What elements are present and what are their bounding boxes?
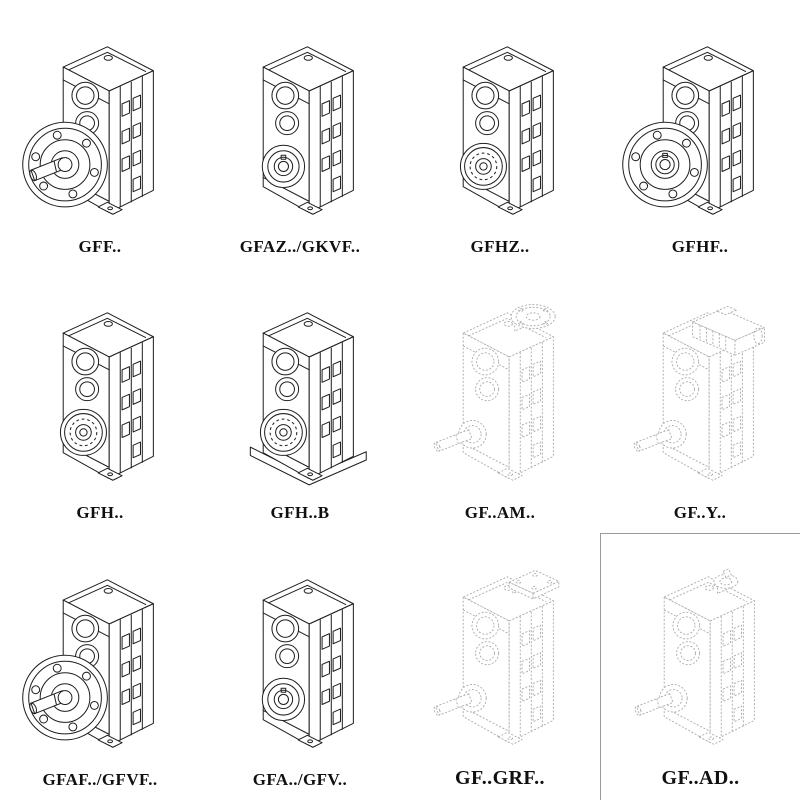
gearbox-foot-mounted-drawing bbox=[8, 293, 192, 501]
gearbox-flange-shaft-drawing bbox=[8, 27, 192, 235]
model-label: GFH..B bbox=[270, 503, 330, 523]
model-label: GFA../GFV.. bbox=[252, 769, 348, 789]
gearbox-lineart bbox=[433, 305, 555, 481]
gearbox-lineart bbox=[262, 580, 353, 747]
product-cell-gff: GFF.. bbox=[0, 0, 200, 267]
gearbox-with-motor-drawing bbox=[608, 293, 792, 501]
gearbox-hollow-shaft-drawing bbox=[208, 27, 392, 235]
gearbox-lineart bbox=[433, 570, 559, 744]
product-cell-gfa-gfv: GFA../GFV.. bbox=[200, 533, 400, 800]
gearbox-lineart bbox=[460, 46, 553, 213]
gearbox-flange-hollow-drawing bbox=[608, 27, 792, 235]
product-cell-gf-ad: GF..AD.. bbox=[600, 533, 800, 800]
product-cell-gfaf-gfvf: GFAF../GFVF.. bbox=[0, 533, 200, 800]
gearbox-lineart bbox=[23, 580, 154, 747]
model-label: GF..AD.. bbox=[661, 766, 740, 789]
model-label: GF..AM.. bbox=[464, 503, 536, 523]
gearbox-base-plate-drawing bbox=[208, 293, 392, 501]
gearbox-lineart bbox=[623, 46, 754, 213]
product-cell-gfhf: GFHF.. bbox=[600, 0, 800, 267]
gearbox-flange-variant-drawing bbox=[8, 560, 192, 768]
gearbox-square-adapter-drawing bbox=[408, 557, 592, 765]
model-label: GFF.. bbox=[78, 236, 122, 256]
gearbox-lineart bbox=[262, 46, 353, 213]
gearbox-lineart bbox=[633, 307, 764, 481]
gearbox-hollow-variant-drawing bbox=[208, 560, 392, 768]
product-cell-gfh-b: GFH..B bbox=[200, 267, 400, 534]
model-label: GF..GRF.. bbox=[455, 766, 545, 789]
gearbox-lineart bbox=[250, 313, 366, 485]
model-label: GFHZ.. bbox=[470, 236, 530, 256]
product-cell-gfh: GFH.. bbox=[0, 267, 200, 534]
product-cell-gf-grf: GF..GRF.. bbox=[400, 533, 600, 800]
model-label: GFHF.. bbox=[671, 236, 729, 256]
model-label: GFAF../GFVF.. bbox=[42, 769, 158, 789]
model-label: GF..Y.. bbox=[673, 503, 727, 523]
gearbox-lineart bbox=[634, 569, 754, 744]
gearbox-lineart bbox=[60, 313, 153, 480]
model-label: GFH.. bbox=[76, 503, 124, 523]
gearbox-lineart bbox=[23, 46, 154, 213]
product-cell-gfaz-gkvf: GFAZ../GKVF.. bbox=[200, 0, 400, 267]
model-label: GFAZ../GKVF.. bbox=[239, 236, 361, 256]
gearbox-input-adapter-drawing bbox=[609, 557, 793, 765]
gearbox-iec-adapter-drawing bbox=[408, 293, 592, 501]
product-cell-gfhz: GFHZ.. bbox=[400, 0, 600, 267]
product-cell-gf-y: GF..Y.. bbox=[600, 267, 800, 534]
product-cell-gf-am: GF..AM.. bbox=[400, 267, 600, 534]
gearbox-shaft-mounted-drawing bbox=[408, 27, 592, 235]
